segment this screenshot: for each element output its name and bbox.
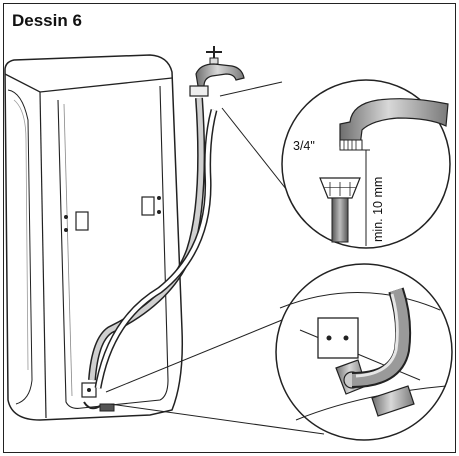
washing-machine — [4, 54, 184, 421]
water-tap — [189, 46, 245, 97]
min-distance-label: min. 10 mm — [371, 177, 385, 242]
thread-size-label: 3/4" — [293, 139, 315, 153]
figure-title: Dessin 6 — [12, 11, 82, 30]
detail-circle-machine-connection — [275, 263, 453, 441]
thread-detail — [339, 139, 363, 151]
drain-hose — [94, 109, 218, 389]
detail-circle-tap-connection: 3/4" min. 10 mm — [281, 79, 451, 249]
